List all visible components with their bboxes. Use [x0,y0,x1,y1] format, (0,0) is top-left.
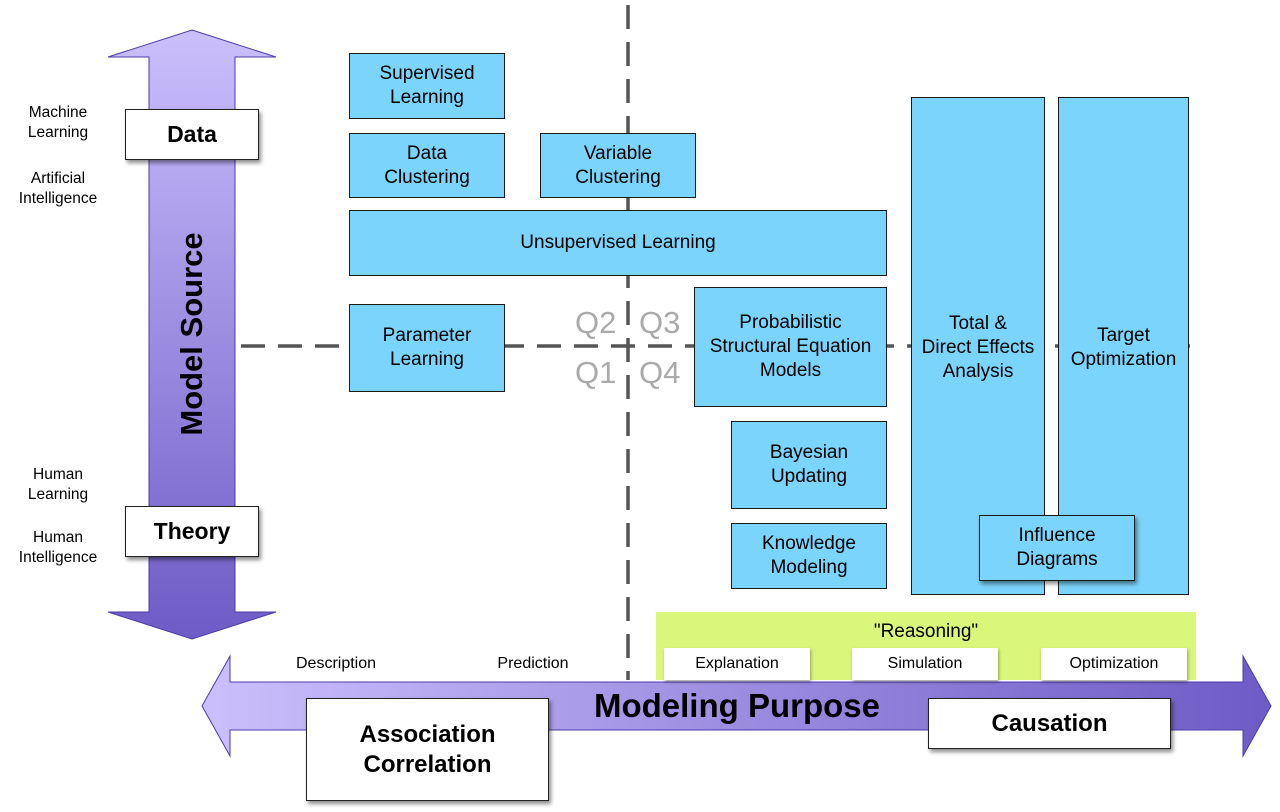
human-intelligence-label: Human Intelligence [18,529,98,566]
q3-label: Q3 [639,305,681,340]
bayesian-updating-box: Bayesian Updating [731,421,887,509]
modeling-purpose-title: Modeling Purpose [593,687,880,724]
machine-learning-label: Machine Learning [27,104,89,141]
variable-clustering-box: Variable Clustering [540,133,696,198]
description-label: Description [295,655,377,672]
model-source-title: Model Source [174,232,209,436]
association-correlation-label: Association Correlation [306,698,549,801]
human-learning-label: Human Learning [27,466,89,503]
simulation-label: Simulation [852,648,998,680]
target-optimization-box: Target Optimization [1058,97,1189,595]
artificial-intelligence-label: Artificial Intelligence [18,170,98,207]
total-direct-effects-box: Total & Direct Effects Analysis [911,97,1045,595]
reasoning-title: "Reasoning" [873,621,979,642]
influence-diagrams-box: Influence Diagrams [979,515,1135,581]
data-label: Data [125,109,259,160]
data-clustering-box: Data Clustering [349,133,505,198]
vertical-double-arrow [107,29,277,640]
prediction-label: Prediction [497,655,569,672]
optimization-label: Optimization [1041,648,1187,680]
q4-label: Q4 [639,355,681,390]
explanation-label: Explanation [664,648,810,680]
causation-label: Causation [928,698,1171,749]
q2-label: Q2 [575,305,617,340]
horizontal-double-arrow [201,654,1272,758]
q1-label: Q1 [575,355,617,390]
theory-label: Theory [125,506,259,557]
knowledge-modeling-box: Knowledge Modeling [731,523,887,589]
unsupervised-learning-box: Unsupervised Learning [349,210,887,276]
probabilistic-sem-box: Probabilistic Structural Equation Models [694,287,887,407]
supervised-learning-box: Supervised Learning [349,53,505,119]
parameter-learning-box: Parameter Learning [349,304,505,392]
